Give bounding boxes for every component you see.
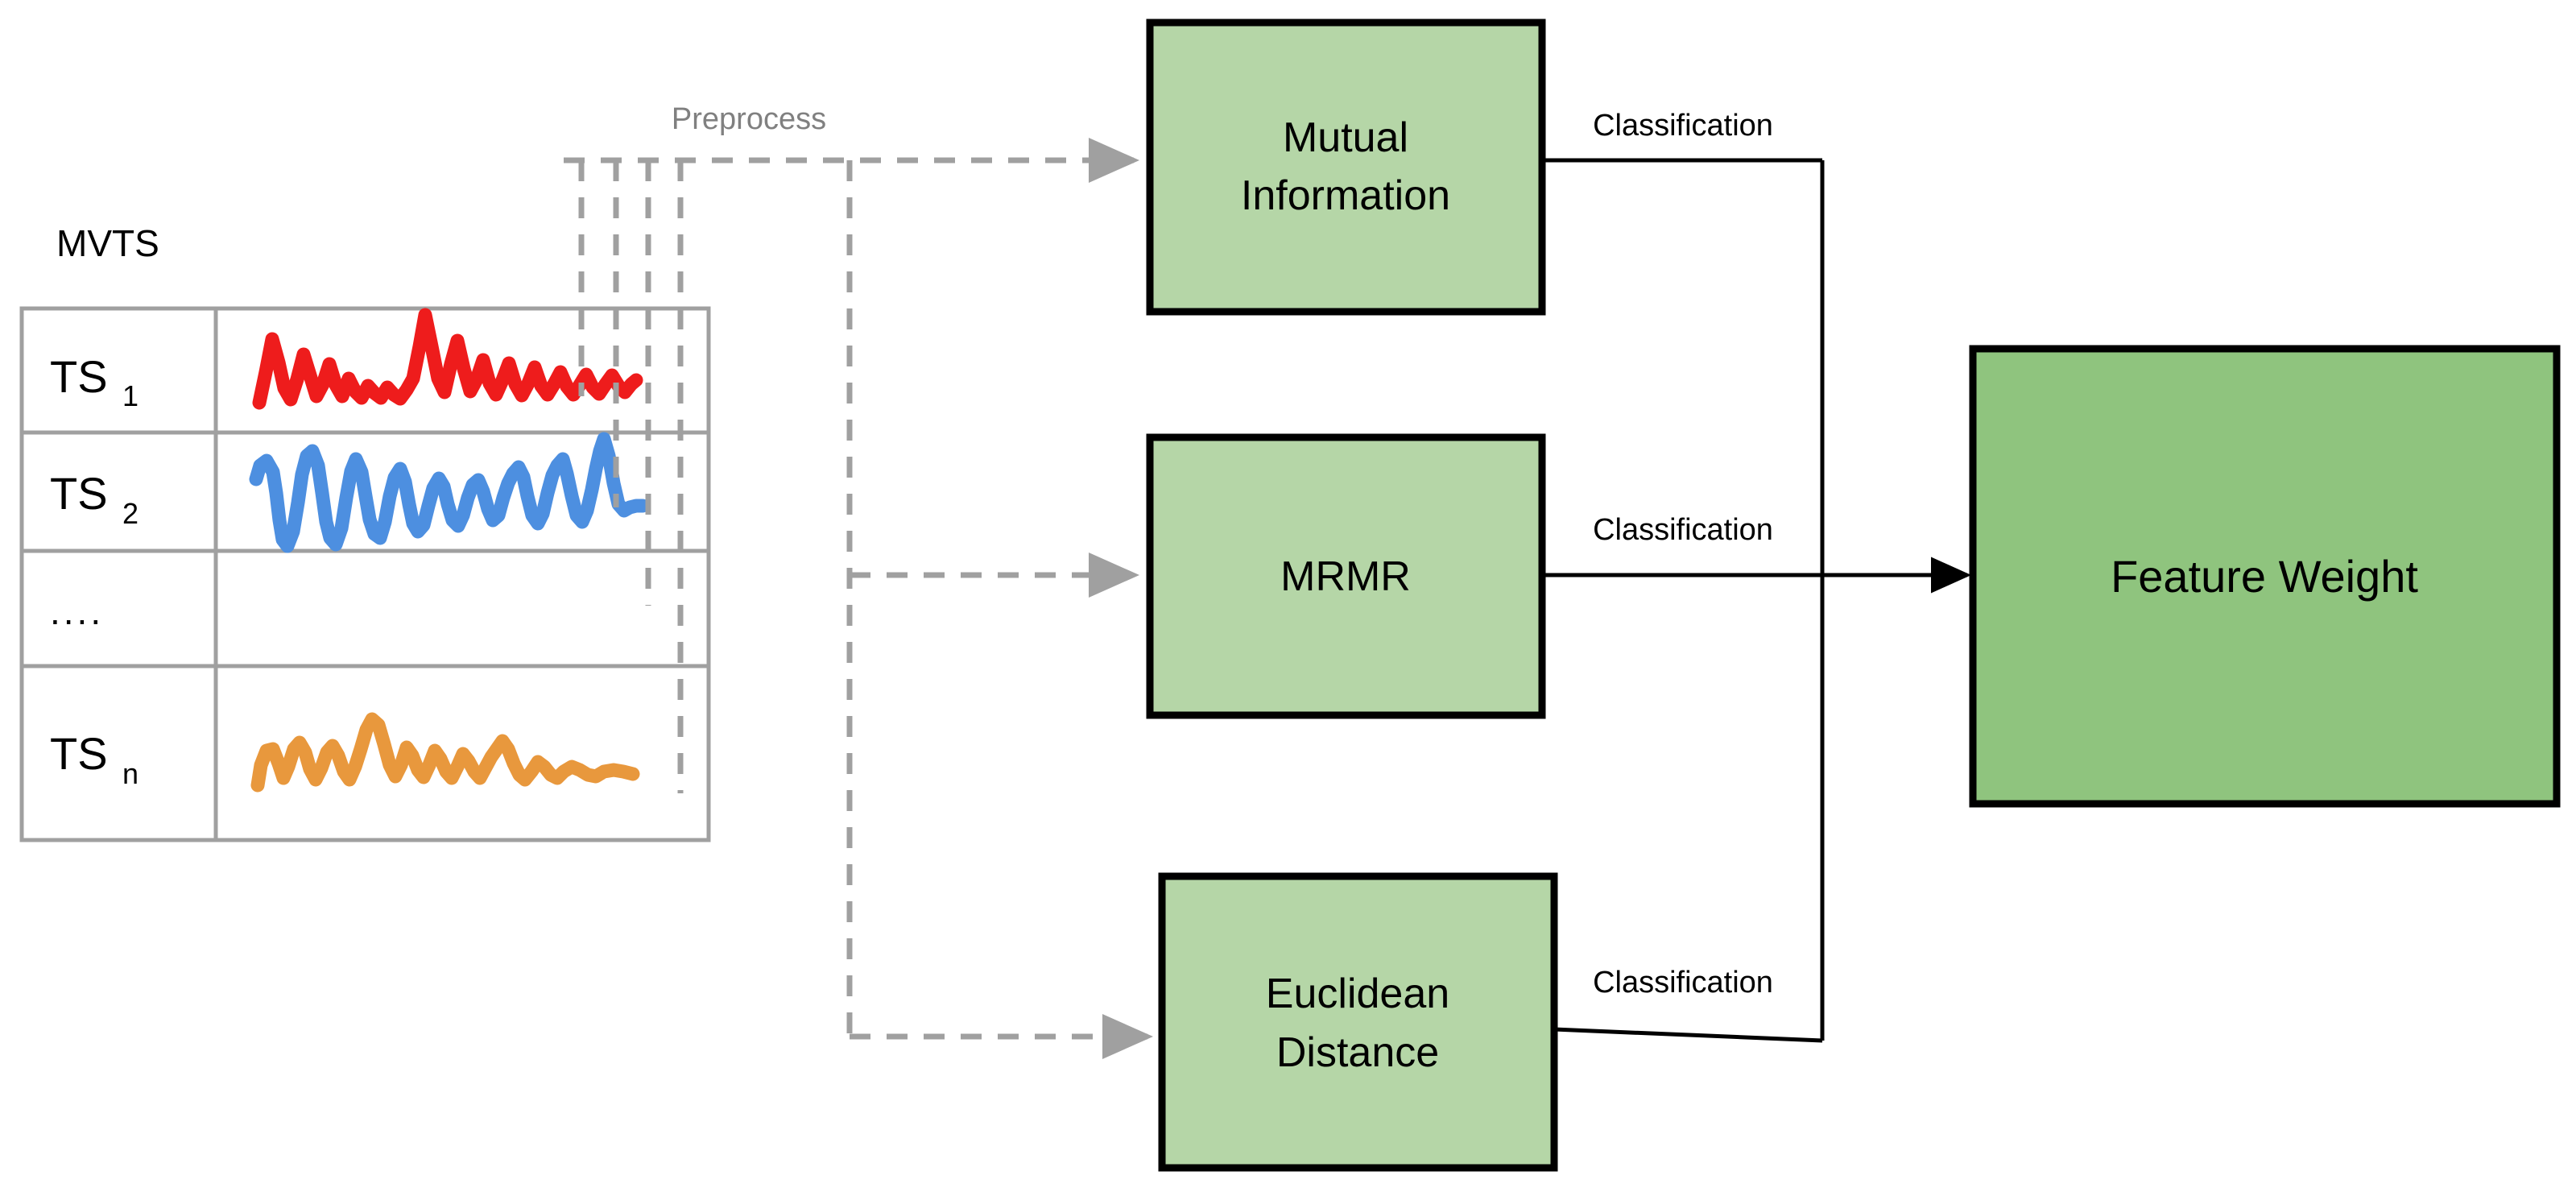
row-label-subscript: 2	[122, 497, 139, 530]
timeseries-waveform-1	[252, 308, 643, 410]
preprocess-flow: Preprocess	[564, 102, 1153, 1059]
euclidean-distance-label-line2: Distance	[1276, 1029, 1439, 1076]
mrmr-box[interactable]	[1146, 433, 1546, 719]
preprocess-label: Preprocess	[672, 102, 826, 136]
mvts-title-label: MVTS	[56, 222, 159, 264]
result-box-feature-weight[interactable]: Feature Weight	[1969, 345, 2561, 808]
row-label-name: TS	[50, 468, 108, 519]
classification-line-euclidean-distance	[1553, 1027, 1823, 1043]
mvts-table	[19, 306, 711, 842]
classification-label-mutual-information: Classification	[1593, 109, 1773, 143]
table-row: TS 2	[50, 432, 650, 553]
table-outer-border	[19, 306, 711, 842]
row-label-subscript: 1	[122, 379, 139, 412]
method-box-mrmr[interactable]: MRMR	[1146, 433, 1546, 719]
row-label-name: TS	[50, 728, 108, 779]
timeseries-waveform-n	[250, 712, 640, 793]
mutual-information-label-line1: Mutual	[1283, 114, 1408, 161]
euclidean-distance-label-line1: Euclidean	[1266, 971, 1449, 1017]
classification-label-mrmr: Classification	[1593, 513, 1773, 547]
mrmr-label-line1: MRMR	[1280, 553, 1411, 600]
feature-weight-label: Feature Weight	[2111, 551, 2418, 602]
table-row: TS n	[50, 712, 640, 793]
row-label-name: TS	[50, 351, 108, 402]
method-box-euclidean-distance[interactable]: Euclidean Distance	[1158, 872, 1558, 1172]
classification-label-euclidean-distance: Classification	[1593, 966, 1773, 1000]
classification-flow: Classification Classification Classifica…	[1542, 109, 1971, 1043]
mutual-information-label-line2: Information	[1241, 172, 1450, 219]
timeseries-waveform-2	[249, 432, 650, 553]
table-row: ....	[50, 590, 104, 632]
row-label-subscript: n	[122, 757, 139, 790]
method-box-mutual-information[interactable]: Mutual Information	[1146, 19, 1546, 316]
table-row: TS 1	[50, 308, 643, 412]
euclidean-distance-box[interactable]	[1158, 872, 1558, 1172]
feature-weight-box[interactable]	[1969, 345, 2561, 808]
row-label-ellipsis: ....	[50, 590, 104, 632]
mutual-information-box[interactable]	[1146, 19, 1546, 316]
